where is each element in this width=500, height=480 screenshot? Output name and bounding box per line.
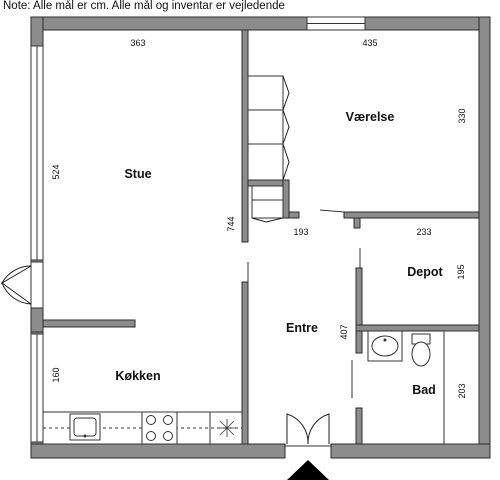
balcony-door-swing-upper [0,265,32,285]
wall-closet-bottom [247,179,289,187]
wardrobe-body [247,75,284,181]
dim-koekken-depth: 160 [51,367,61,382]
room-label-vaerelse: Værelse [346,110,395,124]
kitchen-faucet [83,434,87,438]
dim-entre-depth: 407 [339,324,349,339]
shower-area [443,330,480,445]
entrance-door-left-swing [286,413,309,445]
top-wall [30,16,491,31]
balcony-door [0,261,44,333]
stove-burner-2 [163,415,173,425]
dim-vaerelse-depth: 330 [457,108,467,123]
entrance-door-right-swing [307,413,330,445]
dim-entre-width: 193 [293,227,308,237]
wall-stue-vaerelse [241,29,249,243]
fridge-cross [218,419,236,437]
stove-burner-1 [146,415,156,425]
entrance-arrow [287,460,329,480]
wall-bad-entre-lower [355,407,363,445]
toilet-bowl [411,341,431,367]
plan-note: Note: Alle mål er cm. Alle mål og invent… [3,0,285,12]
wall-stue-koekken [42,319,136,328]
dim-depot-width: 233 [416,227,431,237]
door-vaerelse-leaf [319,209,345,213]
room-label-depot: Depot [407,265,443,279]
wall-closet-end [288,211,300,219]
wall-vaerelse-depot [343,211,480,219]
dim-stue-total: 744 [226,216,236,231]
wardrobe-door-2 [282,109,290,145]
dim-bad-depth: 203 [457,383,467,398]
interior-doors [247,209,361,398]
stove-burner-3 [146,431,156,441]
wardrobe-lower-door [251,217,284,223]
wall-depot-entre [355,267,363,354]
kitchen-sink-basin [73,417,97,437]
wardrobe [247,75,290,223]
balcony-door-sill [30,307,44,333]
dim-depot-depth: 195 [456,264,466,279]
interior-walls [42,29,480,445]
wall-stue-entre-lower [241,281,249,445]
windows [30,16,366,443]
dim-vaerelse-width: 435 [362,38,377,48]
wardrobe-lower [251,185,284,219]
kitchen-counter [42,411,243,445]
bottom-wall-left [30,443,286,459]
balcony-door-frame [30,261,44,309]
dim-stue-width: 363 [130,38,145,48]
bathroom-sink-bowl [371,335,399,357]
room-label-stue: Stue [124,167,151,181]
wardrobe-door-1 [282,75,290,111]
wardrobe-door-3 [282,143,290,181]
room-label-bad: Bad [412,383,436,397]
bathroom-sink-drain [383,338,387,342]
bottom-wall-right [330,443,491,459]
bathroom-fixtures [367,330,480,445]
dimension-labels: 363 435 330 524 744 193 233 195 407 160 … [51,38,467,399]
dim-stue-depth: 524 [51,164,61,179]
room-labels: Stue Værelse Køkken Entre Depot Bad [115,110,443,397]
wall-vaerelse-stub [353,217,361,229]
right-wall [478,16,491,459]
wall-depot-bad [355,324,480,332]
wall-closet-side [282,179,290,219]
room-label-entre: Entre [286,321,318,335]
room-label-koekken: Køkken [115,369,160,383]
stove-burner-4 [163,431,173,441]
main-entrance [285,413,331,480]
balcony-door-swing-lower [0,281,32,305]
